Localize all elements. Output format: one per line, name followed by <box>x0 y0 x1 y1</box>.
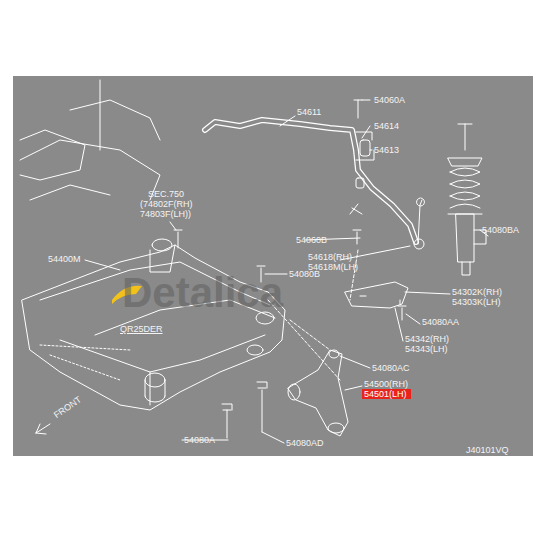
part-number: 54400M <box>48 254 81 264</box>
part-number: 54500(RH) <box>364 379 408 389</box>
part-number: 54080AC <box>372 363 410 373</box>
part-number: 54611 <box>297 107 321 117</box>
part-number: 54302K(RH) <box>452 287 502 297</box>
watermark: Detalica <box>122 271 283 315</box>
part-number: 74803F(LH)) <box>140 209 191 219</box>
highlighted-part-number: 54501(LH) <box>362 389 411 399</box>
part-number: 54080A <box>184 435 215 445</box>
part-number: 54080BA <box>482 225 519 235</box>
part-number: 54618(RH) <box>308 252 352 262</box>
part-number: 54080AD <box>286 438 324 448</box>
part-number: 54080AA <box>422 317 459 327</box>
part-number: 54342(RH) <box>405 334 449 344</box>
diagram-code: J40101VQ <box>466 445 509 455</box>
part-number: 54614 <box>374 121 399 131</box>
part-number: 54343(LH) <box>405 344 448 354</box>
diagram-ground <box>13 76 533 456</box>
part-number: 54060B <box>296 235 327 245</box>
part-number: 54060A <box>374 95 405 105</box>
part-number: 54303K(LH) <box>452 297 501 307</box>
part-number: QR25DER <box>120 324 163 334</box>
part-number: (74802F(RH) <box>140 199 193 209</box>
part-number: 54613 <box>374 145 399 155</box>
part-number: 54080B <box>289 269 320 279</box>
part-number: SEC.750 <box>148 189 184 199</box>
part-number: 54501(LH) <box>364 389 409 399</box>
